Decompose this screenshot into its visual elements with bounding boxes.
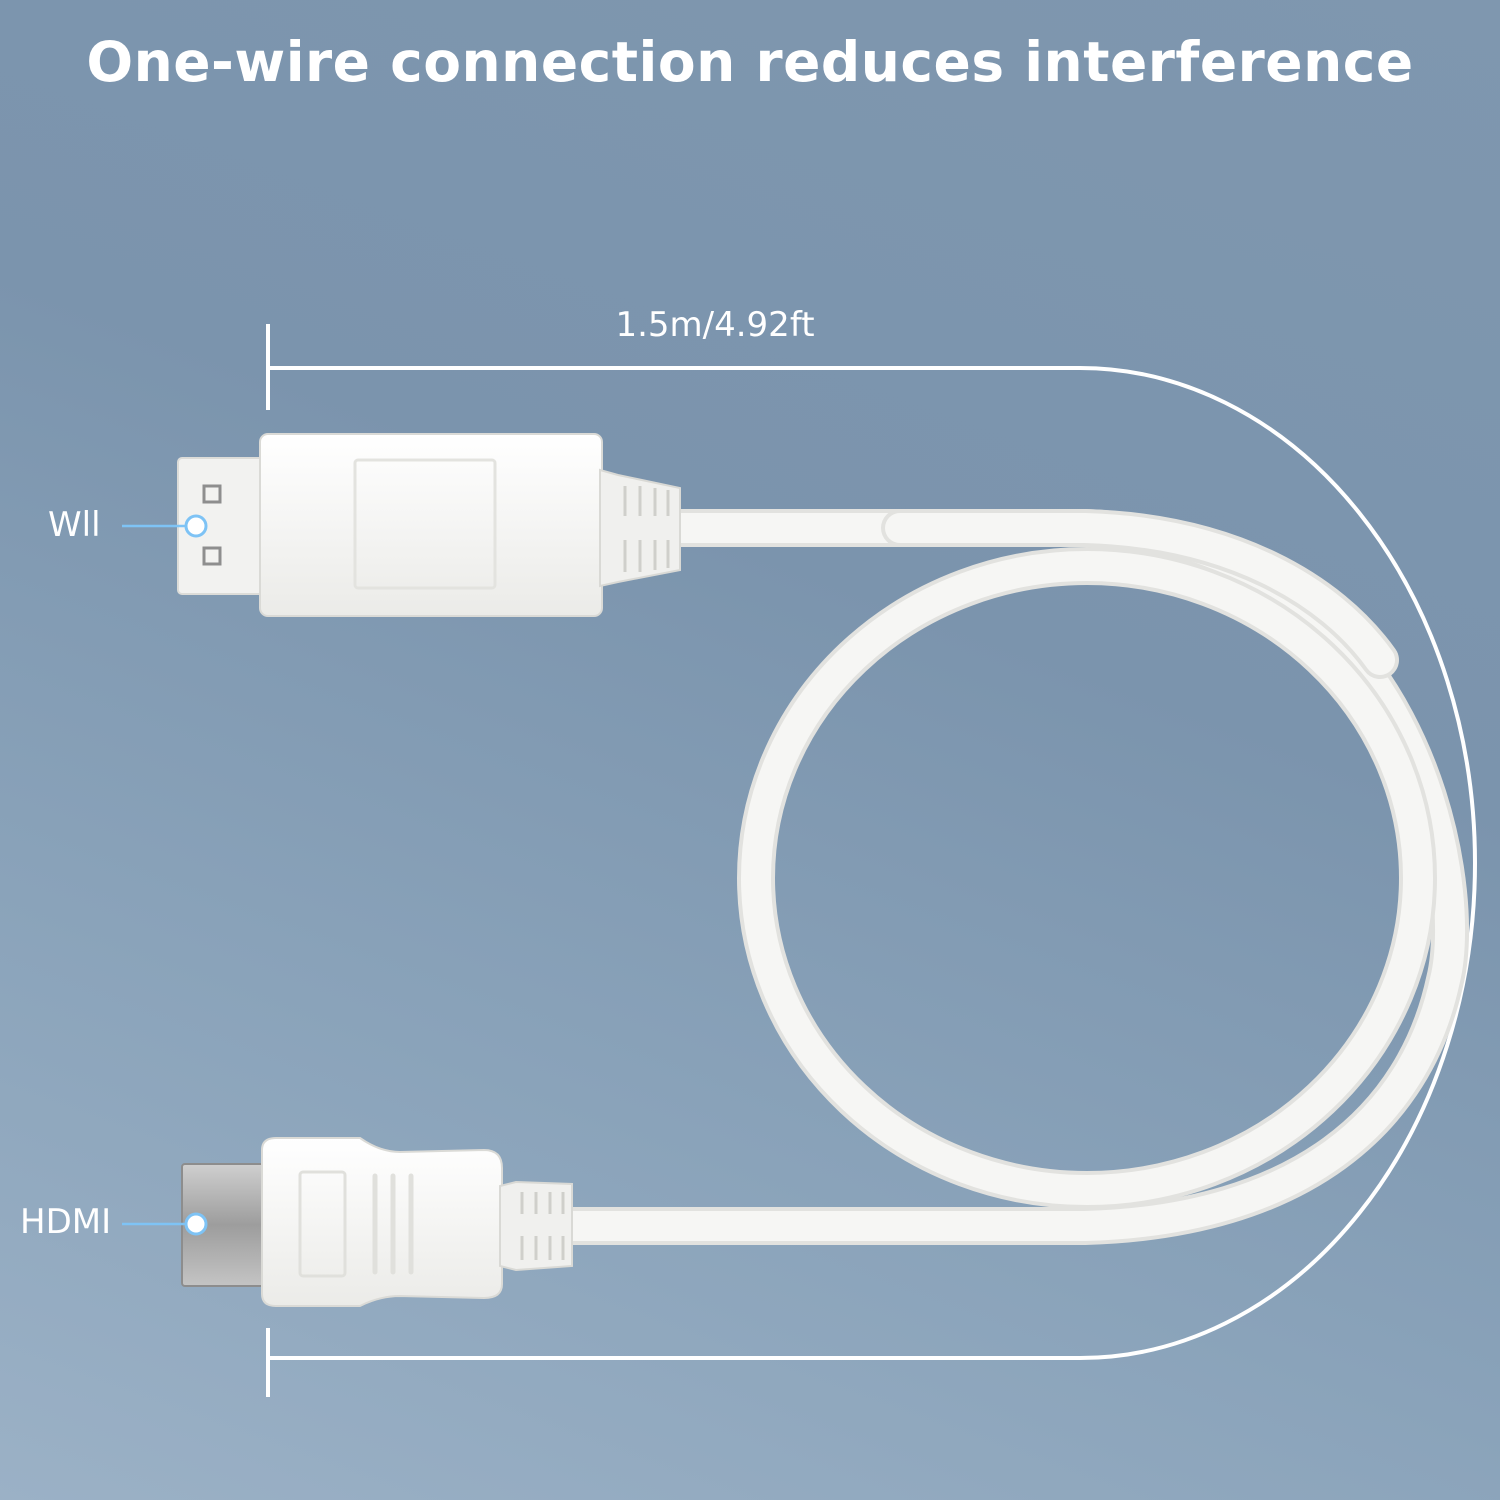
cable-wire [541,509,1469,1245]
wii-connector [177,433,681,617]
wii-port-label: Wll [48,505,101,545]
length-dimension-line [266,324,1477,1397]
hdmi-connector [181,1137,573,1307]
hdmi-port-label: HDMI [20,1202,112,1242]
cable-length-label: 1.5m/4.92ft [615,305,815,345]
hdmi-callout [122,1212,208,1236]
wii-callout [122,514,208,538]
headline: One-wire connection reduces interference [86,30,1414,94]
